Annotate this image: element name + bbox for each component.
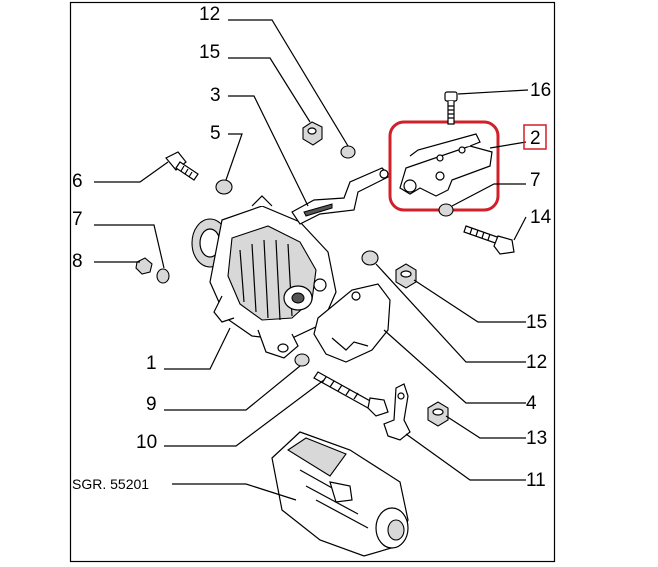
alternator <box>191 195 337 359</box>
callout-12-top: 12 <box>199 4 220 25</box>
callout-3: 3 <box>210 85 221 106</box>
callout-11: 11 <box>526 470 546 491</box>
nut-13 <box>427 401 449 427</box>
bolt-14 <box>463 225 515 255</box>
callout-15-right: 15 <box>526 312 547 333</box>
bolt-16 <box>444 91 458 125</box>
bracket-2 <box>399 133 493 197</box>
callout-2: 2 <box>530 128 541 149</box>
callout-16: 16 <box>530 80 551 101</box>
washer-5 <box>215 179 233 195</box>
callout-5: 5 <box>210 123 221 144</box>
washer-7-left <box>156 268 170 284</box>
reference-code: SGR. 55201 <box>72 476 149 492</box>
callout-6: 6 <box>72 171 83 192</box>
bracket-3 <box>291 167 392 225</box>
callout-2-box <box>523 124 547 150</box>
bolt-6 <box>165 151 199 181</box>
washer-7-right <box>438 203 454 217</box>
callout-13: 13 <box>526 428 547 449</box>
clamp-11 <box>383 383 411 441</box>
washer-12-right <box>361 250 379 266</box>
callout-10: 10 <box>136 432 157 453</box>
callout-4: 4 <box>526 393 537 414</box>
callout-14: 14 <box>530 207 552 228</box>
callout-15-top: 15 <box>199 42 220 63</box>
cover-4 <box>313 283 391 363</box>
washer-12-top <box>340 145 356 159</box>
washer-9 <box>294 353 310 367</box>
diagram-frame <box>69 1 556 563</box>
bolt-10 <box>313 371 389 417</box>
starter-motor <box>271 431 409 557</box>
nut-15-top <box>302 121 323 146</box>
callout-8: 8 <box>72 251 83 272</box>
nut-8 <box>135 257 153 275</box>
callout-12-right: 12 <box>526 352 547 373</box>
leader-lines <box>94 19 529 501</box>
callout-7-right: 7 <box>530 170 541 191</box>
callout-7-left: 7 <box>72 209 83 230</box>
callout-1: 1 <box>146 353 157 374</box>
nut-15-right <box>395 263 417 289</box>
callout-9: 9 <box>146 394 157 415</box>
